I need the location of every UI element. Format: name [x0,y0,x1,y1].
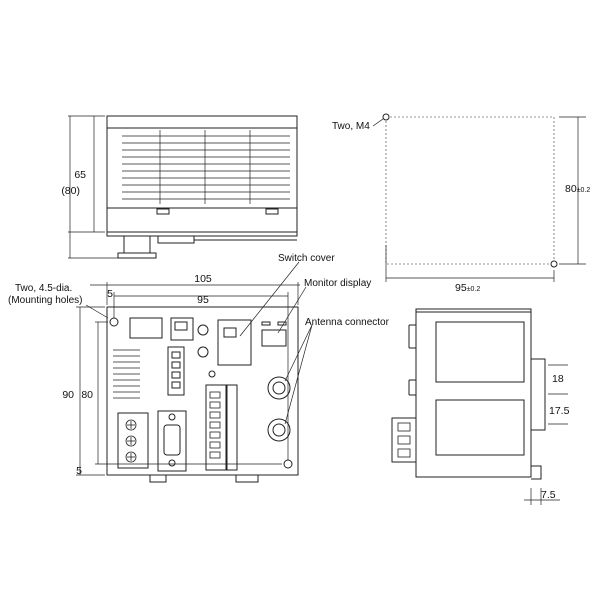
front-view-dimensions [76,282,300,476]
dim-top-height: 65 [74,169,86,181]
rotary-switch-1 [197,324,209,336]
dim-front-width-outer: 105 [194,273,212,285]
label-monitor-display: Monitor display [304,278,371,289]
rotary-switch-2 [197,346,209,358]
top-view-vents [122,130,290,204]
antenna-connector-1 [267,376,291,400]
switch-cover [217,319,252,366]
dim-mount-width: 95 [455,282,467,294]
label-mount-holes-title: Two, 4.5-dia. [15,283,72,294]
label-mount-holes-sub: (Mounting holes) [8,295,82,306]
dim-front-top-offset: 5 [107,288,113,300]
serial-port [157,410,187,472]
dim-mount-height-tol: ±0.2 [577,187,591,194]
top-view-dimensions [68,115,118,259]
mounting-hole-top-left [109,317,119,327]
dim-front-width-inner: 95 [197,294,209,306]
front-view [106,306,299,483]
io-terminal-block [205,384,227,471]
dim-top-height-ref: (80) [61,185,80,197]
side-view [391,308,546,480]
power-terminal [117,412,149,469]
side-lower-panel [435,399,525,456]
side-view-body [415,308,532,478]
m4-hole-top-left [382,113,390,121]
dim-side-rail: 7.5 [541,489,556,501]
label-screw-holes: Two, M4 [332,121,370,132]
label-window [129,317,163,339]
top-view [106,115,298,259]
dim-mount-width-tol: ±0.2 [467,286,481,293]
side-upper-panel [435,321,525,383]
side-view-dimensions [524,364,568,505]
dim-front-height-outer: 90 [62,389,74,401]
side-connector-plug [391,417,417,463]
dim-mount-height: 80 [565,183,577,195]
dim-front-height-inner: 80 [81,389,93,401]
dim-mount-width-group: 95±0.2 [455,282,480,294]
monitor-display [261,329,287,347]
terminal-block-small [167,346,185,396]
antenna-connector-2 [267,418,291,442]
mounting-pattern [372,113,586,282]
label-antenna-connector: Antenna connector [305,317,390,328]
m4-hole-bottom-right [550,260,558,268]
dim-side-pitch-2: 17.5 [549,405,570,417]
callout-leaders [239,261,313,425]
label-switch-cover: Switch cover [278,253,335,264]
front-view-body [106,306,299,476]
dim-mount-height-group: 80±0.2 [565,183,590,195]
mounting-hole-bottom-right [283,459,293,469]
dim-front-bottom-offset: 5 [76,465,82,477]
front-vents [113,349,140,399]
top-view-body [106,115,298,233]
dim-side-pitch-1: 18 [552,373,564,385]
